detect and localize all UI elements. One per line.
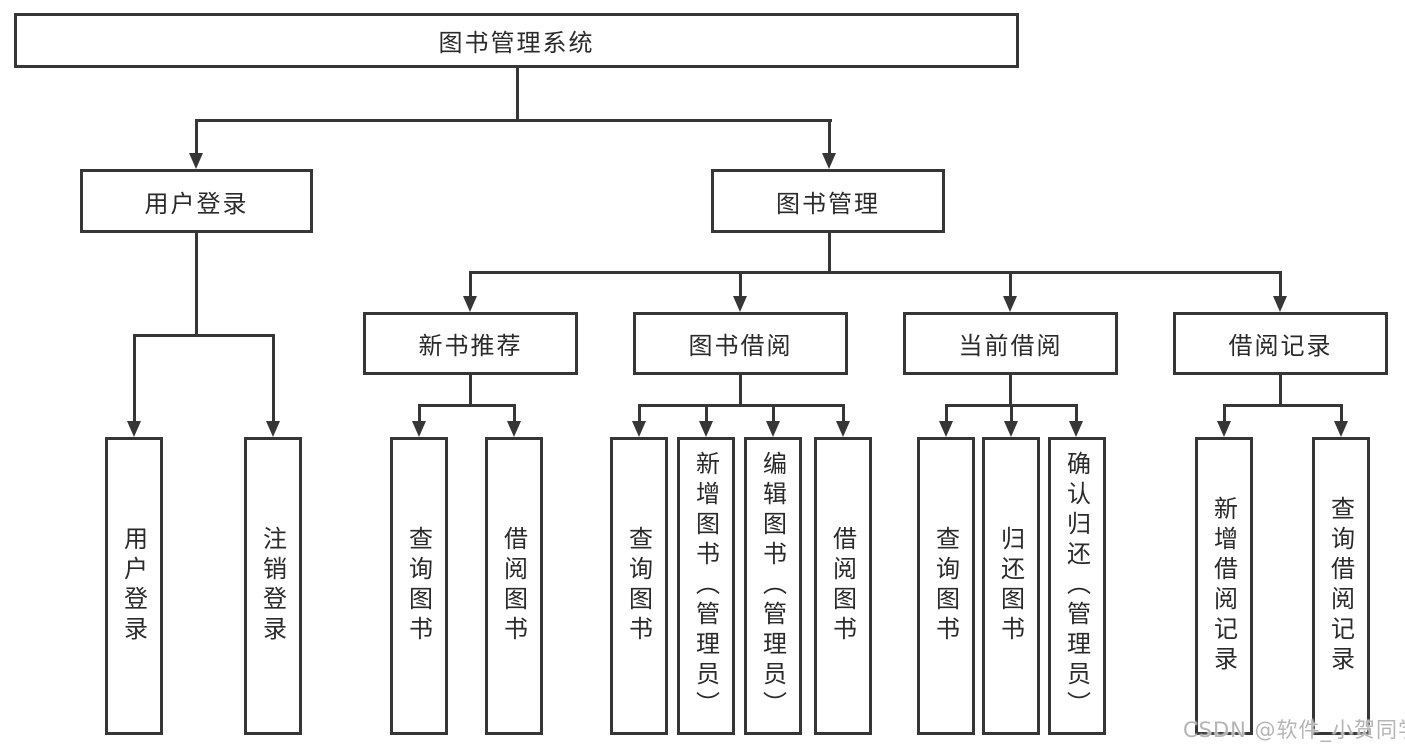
node-current-borrow-label: 当前借阅 [958,332,1063,360]
csdn-watermark: CSDN @软件_小贺同学 [1183,718,1405,742]
connector-line [195,119,832,122]
arrow-down-icon [266,421,280,437]
connector-line [469,271,472,296]
arrow-down-icon [463,296,477,312]
arrow-down-icon [189,153,203,169]
arrow-down-icon [939,421,953,437]
connector-line [1223,404,1226,421]
leaf-newbook-borrow-books-label: 借阅图书 [499,526,528,646]
connector-line [133,334,136,421]
node-user-login-label: 用户登录 [144,189,249,218]
leaf-current-return-books-label: 归还图书 [996,526,1025,646]
node-book-borrow-label: 图书借阅 [688,332,793,360]
leaf-newbook-query-books: 查询图书 [390,437,448,735]
leaf-record-add: 新增借阅记录 [1195,437,1253,735]
node-book-borrow: 图书借阅 [633,312,848,375]
node-root-label: 图书管理系统 [438,29,595,57]
connector-line [1223,404,1342,407]
connector-line [195,233,198,336]
connector-line [469,271,1282,274]
connector-line [945,404,948,421]
arrow-down-icon [699,421,713,437]
arrow-down-icon [1004,421,1018,437]
connector-line [516,68,519,120]
connector-line [828,119,831,153]
connector-line [418,404,421,421]
leaf-borrow-borrow-books-label: 借阅图书 [828,526,857,646]
leaf-record-add-label: 新增借阅记录 [1209,496,1238,676]
connector-line [739,271,742,296]
node-current-borrow: 当前借阅 [903,312,1118,375]
leaf-borrow-query-books-label: 查询图书 [624,526,653,646]
node-root: 图书管理系统 [14,13,1019,68]
connector-line [469,375,472,406]
arrow-down-icon [836,421,850,437]
connector-line [1009,375,1012,406]
leaf-borrow-edit-books-label: 编辑图书（管理员） [758,451,787,721]
connector-line [513,404,516,421]
arrow-down-icon [1217,421,1231,437]
connector-line [739,375,742,406]
connector-line [638,404,641,421]
leaf-user-login: 用户登录 [105,437,163,735]
leaf-newbook-borrow-books: 借阅图书 [485,437,543,735]
leaf-current-confirm-return: 确认归还（管理员） [1048,437,1106,735]
leaf-logout-label: 注销登录 [258,526,287,646]
node-new-book-recommend: 新书推荐 [363,312,578,375]
leaf-logout: 注销登录 [244,437,302,735]
connector-line [1009,271,1012,296]
connector-line [842,404,845,421]
connector-line [1075,404,1078,421]
node-user-login: 用户登录 [80,169,313,233]
connector-line [828,233,831,273]
arrow-down-icon [1334,421,1348,437]
arrow-down-icon [1069,421,1083,437]
leaf-current-query-books: 查询图书 [917,437,975,735]
arrow-down-icon [127,421,141,437]
leaf-current-query-books-label: 查询图书 [931,526,960,646]
connector-line [1340,404,1343,421]
arrow-down-icon [412,421,426,437]
leaf-borrow-query-books: 查询图书 [610,437,668,735]
connector-line [1010,404,1013,421]
leaf-borrow-add-books-label: 新增图书（管理员） [691,451,720,721]
leaf-newbook-query-books-label: 查询图书 [404,526,433,646]
arrow-down-icon [733,296,747,312]
leaf-current-confirm-return-label: 确认归还（管理员） [1062,451,1091,721]
connector-line [772,404,775,421]
arrow-down-icon [822,153,836,169]
connector-line [638,404,844,407]
leaf-borrow-add-books: 新增图书（管理员） [677,437,735,735]
arrow-down-icon [632,421,646,437]
node-borrow-record-label: 借阅记录 [1228,332,1333,360]
leaf-borrow-borrow-books: 借阅图书 [814,437,872,735]
leaf-current-return-books: 归还图书 [982,437,1040,735]
connector-line [1279,271,1282,296]
connector-line [133,334,274,337]
arrow-down-icon [507,421,521,437]
arrow-down-icon [1003,296,1017,312]
node-new-book-recommend-label: 新书推荐 [418,332,523,360]
connector-line [195,119,198,153]
connector-line [272,334,275,421]
leaf-record-query: 查询借阅记录 [1312,437,1370,735]
leaf-user-login-label: 用户登录 [119,526,148,646]
node-book-management: 图书管理 [711,169,945,233]
leaf-record-query-label: 查询借阅记录 [1326,496,1355,676]
arrow-down-icon [766,421,780,437]
leaf-borrow-edit-books: 编辑图书（管理员） [744,437,802,735]
connector-line [705,404,708,421]
node-borrow-record: 借阅记录 [1173,312,1388,375]
connector-line [418,404,515,407]
arrow-down-icon [1273,296,1287,312]
connector-line [1279,375,1282,406]
node-book-management-label: 图书管理 [776,189,880,218]
